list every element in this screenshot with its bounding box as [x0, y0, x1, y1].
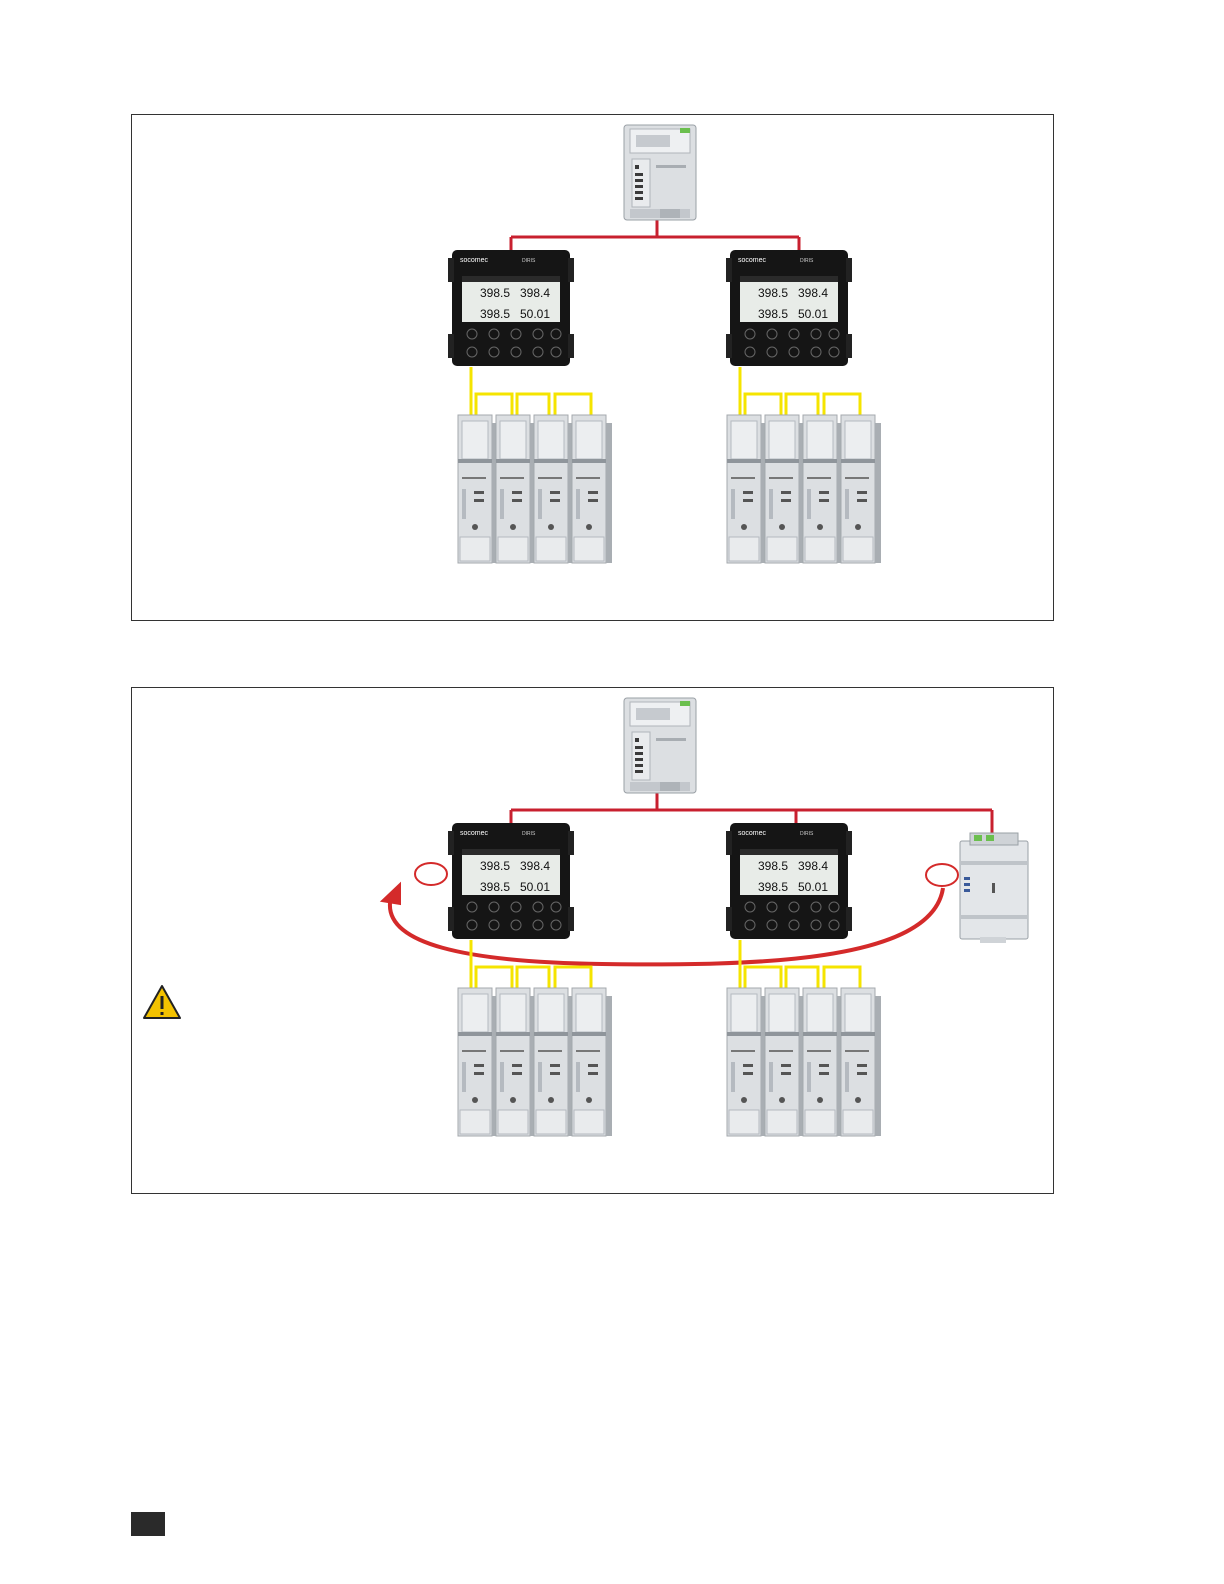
display-reading-2: 398.4 [798, 859, 828, 873]
page-number-tab [131, 1512, 165, 1536]
module [765, 988, 805, 1136]
panel-1-canvas: socomec DIRIS 398.5 398.4 398.5 50.01 so… [132, 115, 1055, 622]
display-device-right: socomec DIRIS 398.5 398.4 398.5 50.01 [726, 250, 852, 366]
module-group-right [727, 415, 881, 563]
display-reading-4: 50.01 [520, 880, 550, 894]
module [458, 415, 498, 563]
module [803, 415, 843, 563]
display-reading-3: 398.5 [758, 880, 788, 894]
module [534, 415, 574, 563]
display-device-right: socomec DIRIS 398.5 398.4 398.5 50.01 [726, 823, 852, 939]
display-brand: socomec [738, 257, 767, 264]
display-device-left: socomec DIRIS 398.5 398.4 398.5 50.01 [448, 823, 574, 939]
display-reading-1: 398.5 [480, 286, 510, 300]
bus-red-lines [511, 219, 799, 252]
module [841, 415, 881, 563]
module [727, 415, 767, 563]
display-model: DIRIS [800, 258, 814, 264]
display-brand: socomec [738, 830, 767, 837]
module [572, 988, 612, 1136]
display-reading-2: 398.4 [520, 286, 550, 300]
display-reading-2: 398.4 [798, 286, 828, 300]
gateway-device [624, 698, 696, 793]
display-model: DIRIS [800, 831, 814, 837]
display-model: DIRIS [522, 831, 536, 837]
display-model: DIRIS [522, 258, 536, 264]
warning-triangle-icon [144, 986, 180, 1018]
module-group-right [727, 988, 881, 1136]
display-reading-3: 398.5 [480, 880, 510, 894]
extension-module-device [960, 833, 1028, 943]
diagram-panel-loop: socomec DIRIS 398.5 398.4 398.5 50.01 so… [131, 687, 1054, 1194]
display-brand: socomec [460, 257, 489, 264]
module [765, 415, 805, 563]
module [534, 988, 574, 1136]
module [496, 415, 536, 563]
gateway-device [624, 125, 696, 220]
module [727, 988, 767, 1136]
display-reading-4: 50.01 [798, 307, 828, 321]
module [572, 415, 612, 563]
display-reading-3: 398.5 [758, 307, 788, 321]
display-reading-4: 50.01 [798, 880, 828, 894]
display-device-left: socomec DIRIS 398.5 398.4 398.5 50.01 [448, 250, 574, 366]
display-brand: socomec [460, 830, 489, 837]
display-reading-1: 398.5 [758, 286, 788, 300]
display-reading-1: 398.5 [480, 859, 510, 873]
module [458, 988, 498, 1136]
display-reading-2: 398.4 [520, 859, 550, 873]
diagram-panel-standard: socomec DIRIS 398.5 398.4 398.5 50.01 so… [131, 114, 1054, 621]
module-group-left [458, 988, 612, 1136]
display-reading-4: 50.01 [520, 307, 550, 321]
panel-2-canvas: socomec DIRIS 398.5 398.4 398.5 50.01 so… [132, 688, 1055, 1195]
module [841, 988, 881, 1136]
module-group-left [458, 415, 612, 563]
module [803, 988, 843, 1136]
module [496, 988, 536, 1136]
display-reading-1: 398.5 [758, 859, 788, 873]
display-reading-3: 398.5 [480, 307, 510, 321]
